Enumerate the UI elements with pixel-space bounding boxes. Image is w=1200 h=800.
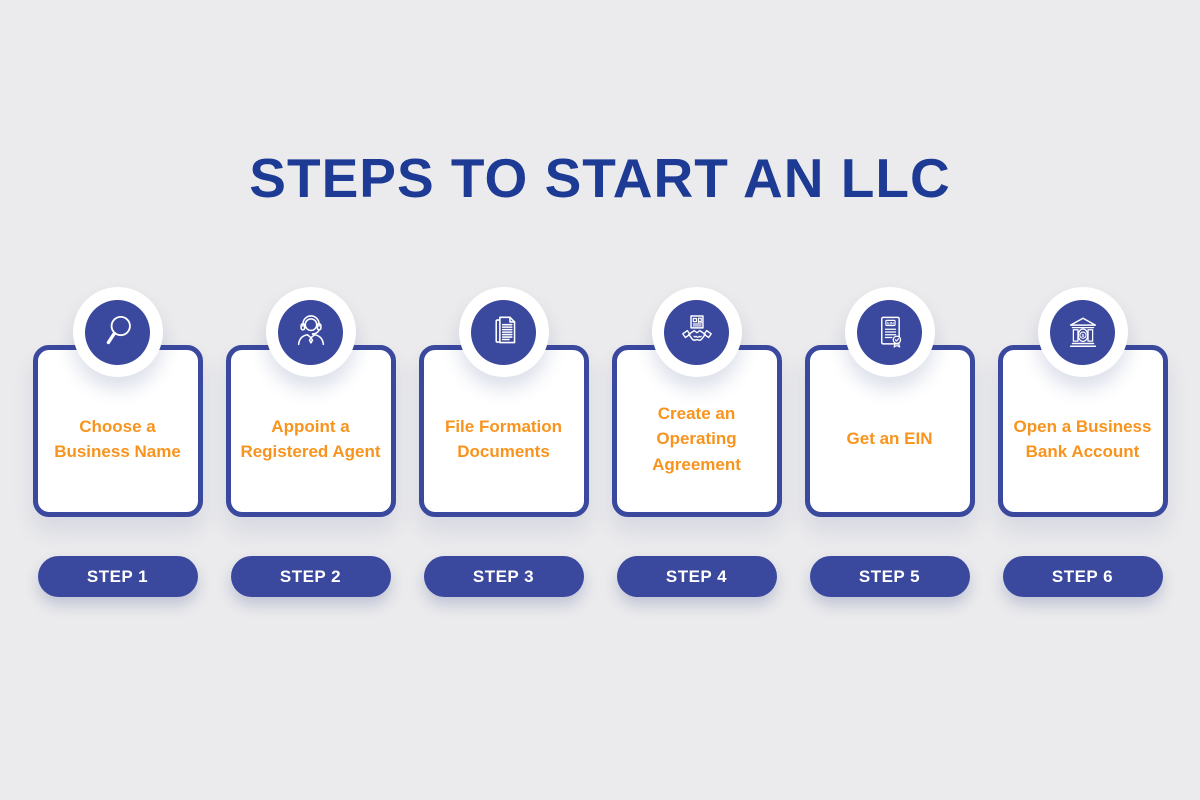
documents-icon xyxy=(471,299,536,365)
svg-text:$: $ xyxy=(1081,333,1084,339)
step-title: Open a Business Bank Account xyxy=(1013,416,1152,462)
step-column-5: EIN Get an EIN STEP 5 xyxy=(804,287,975,597)
page-title: STEPS TO START AN LLC xyxy=(249,147,951,209)
step-2-badge xyxy=(265,287,356,377)
step-title: Get an EIN xyxy=(846,429,933,449)
step-pill: STEP 2 xyxy=(230,556,391,597)
step-column-1: Choose a Business Name STEP 1 xyxy=(32,287,203,597)
ein-certificate-icon: EIN xyxy=(857,299,922,365)
bank-icon: $ xyxy=(1050,299,1115,365)
step-4-badge xyxy=(651,287,742,377)
step-title: Choose a Business Name xyxy=(54,416,181,462)
step-column-2: Appoint a Registered Agent STEP 2 xyxy=(225,287,396,597)
step-pill: STEP 6 xyxy=(1002,556,1163,597)
step-column-6: $ Open a Business Bank Account STEP 6 xyxy=(997,287,1168,597)
step-pill: STEP 5 xyxy=(809,556,970,597)
step-title: File Formation Documents xyxy=(444,416,563,462)
steps-row: Choose a Business Name STEP 1 xyxy=(0,287,1200,597)
step-6-badge: $ xyxy=(1037,287,1128,377)
step-3-badge xyxy=(458,287,549,377)
step-1-badge xyxy=(72,287,163,377)
step-pill: STEP 3 xyxy=(423,556,584,597)
step-pill: STEP 1 xyxy=(37,556,198,597)
step-column-4: Create an Operating Agreement STEP 4 xyxy=(611,287,782,597)
step-title: Create an Operating Agreement xyxy=(652,403,741,474)
search-icon xyxy=(85,299,150,365)
step-title: Appoint a Registered Agent xyxy=(240,416,381,462)
agreement-handshake-icon xyxy=(664,299,729,365)
svg-text:EIN: EIN xyxy=(887,320,894,325)
step-5-badge: EIN xyxy=(844,287,935,377)
support-agent-icon xyxy=(278,299,343,365)
step-pill: STEP 4 xyxy=(616,556,777,597)
step-column-3: File Formation Documents STEP 3 xyxy=(418,287,589,597)
